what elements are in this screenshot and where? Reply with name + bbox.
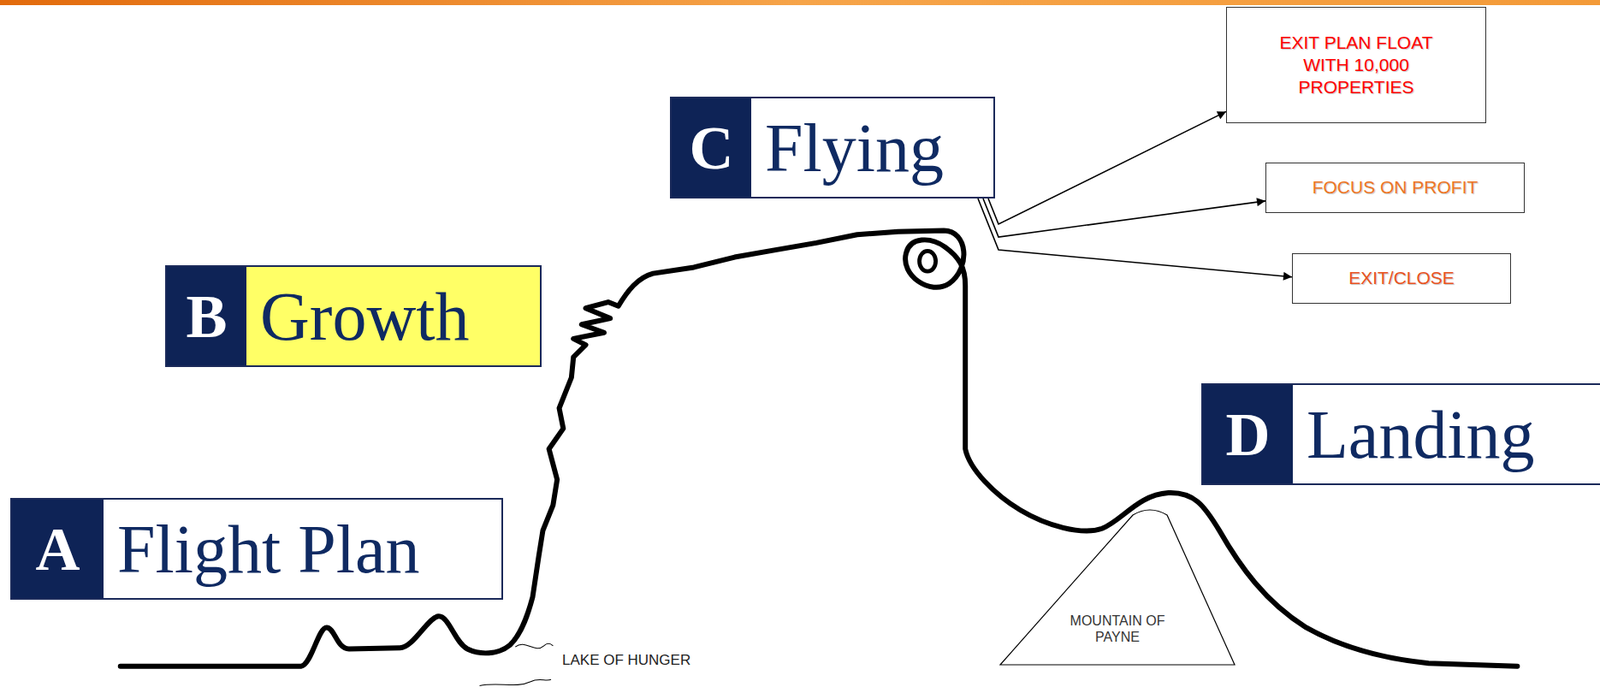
stage-name: Growth bbox=[260, 282, 469, 351]
mountain-outline bbox=[1000, 509, 1235, 665]
arrow-connector bbox=[977, 198, 1292, 278]
stage-box: B Growth bbox=[165, 265, 542, 368]
option-text: EXIT PLAN FLOAT WITH 10,000 PROPERTIES bbox=[1270, 31, 1442, 100]
option-text: EXIT/CLOSE bbox=[1348, 266, 1455, 290]
option-box: EXIT PLAN FLOAT WITH 10,000 PROPERTIES bbox=[1226, 6, 1487, 124]
stage-letter: A bbox=[35, 518, 81, 581]
mountain-label: MOUNTAIN OF PAYNE bbox=[1057, 612, 1178, 646]
lake-waves bbox=[480, 643, 554, 686]
option-box: FOCUS ON PROFIT bbox=[1265, 162, 1525, 214]
header-bar bbox=[0, 0, 1600, 6]
stage-name: Landing bbox=[1306, 400, 1535, 469]
stage-box: D Landing bbox=[1201, 383, 1600, 486]
stage-name: Flying bbox=[764, 113, 944, 183]
place-label: LAKE OF HUNGER bbox=[560, 651, 693, 670]
option-text: FOCUS ON PROFIT bbox=[1312, 176, 1479, 199]
option-box: EXIT/CLOSE bbox=[1291, 253, 1512, 304]
stage-letter-tile: C bbox=[671, 98, 752, 197]
stage-letter-tile: B bbox=[166, 266, 247, 366]
stage-name: Flight Plan bbox=[117, 515, 420, 584]
arrow-connector bbox=[983, 198, 1266, 238]
stage-letter: D bbox=[1226, 403, 1271, 466]
stage-label-area: Growth bbox=[246, 266, 540, 366]
loop-swirl bbox=[919, 250, 937, 272]
stage-label-area: Landing bbox=[1292, 385, 1600, 484]
stage-letter-tile: A bbox=[11, 499, 104, 599]
stage-box: A Flight Plan bbox=[10, 497, 504, 600]
stage-box: C Flying bbox=[669, 96, 996, 199]
stage-letter: C bbox=[689, 117, 735, 179]
mountain-shape: MOUNTAIN OF PAYNE bbox=[1000, 504, 1235, 668]
stage-letter: B bbox=[185, 285, 227, 348]
stage-label-area: Flying bbox=[751, 98, 994, 197]
arrow-connector bbox=[988, 111, 1227, 225]
stage-letter-tile: D bbox=[1202, 385, 1293, 484]
stage-label-area: Flight Plan bbox=[103, 499, 502, 599]
